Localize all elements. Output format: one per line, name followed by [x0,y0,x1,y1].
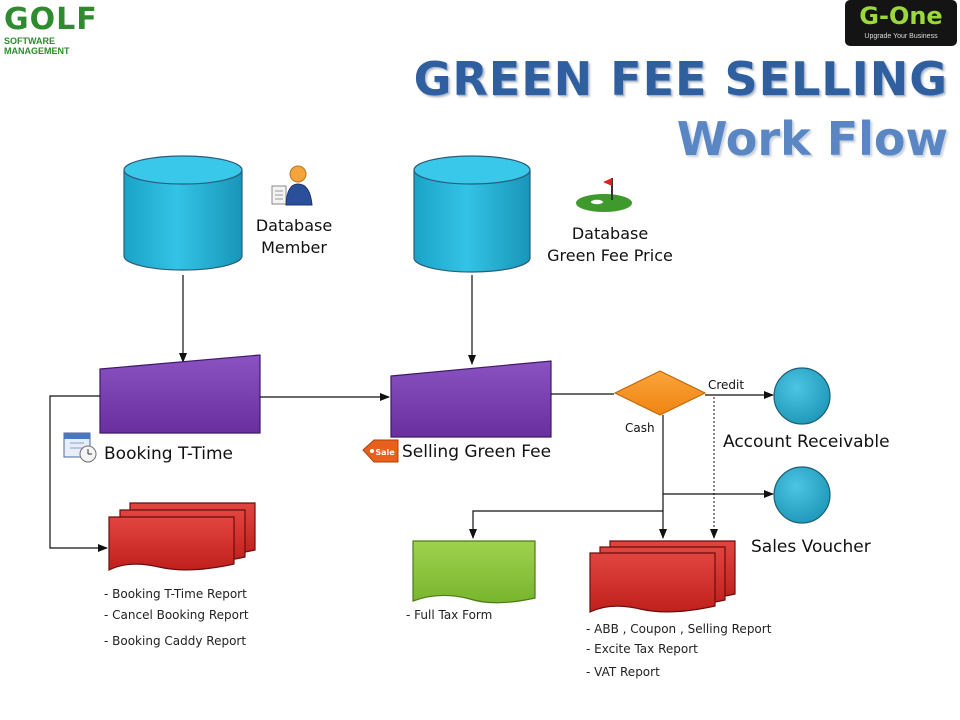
database-member-line2: Member [261,238,327,257]
booking-process-shape [99,354,261,434]
booking-process-label: Booking T-Time [104,444,234,464]
page-subtitle: Work Flow [676,112,948,166]
calendar-clock-icon [63,432,97,463]
booking-report-stack [108,502,256,571]
page-title: GREEN FEE SELLING [413,52,948,106]
database-member-cylinder [123,155,243,271]
sale-tag-text: Sale [375,448,395,457]
tax-form-document [412,540,536,604]
selling-process-label: Selling Green Fee [402,442,552,462]
tax-form-item: - Full Tax Form [406,608,493,622]
g-one-logo-word: G-One [859,2,943,30]
booking-report-item: - Booking Caddy Report [104,634,247,648]
selling-report-stack [589,540,736,613]
database-member-label: Database Member [244,215,344,259]
database-price-label: Database Green Fee Price [535,223,685,267]
golf-flag-icon [576,178,632,212]
cash-label: Cash [625,421,655,435]
database-price-line1: Database [571,224,649,243]
sales-voucher-circle [773,466,831,524]
golf-logo-word: GOLF [4,2,98,37]
payment-decision-diamond [613,370,707,416]
golf-logo: GOLF SOFTWARE MANAGEMENT [4,2,122,57]
selling-report-item: - VAT Report [586,665,660,679]
database-price-line2: Green Fee Price [547,246,673,265]
sales-voucher-label: Sales Voucher [751,537,871,557]
selling-process-shape [390,360,552,438]
arrow-cash-to-tax-form [469,510,663,539]
account-receivable-circle [773,367,831,425]
g-one-logo-subtitle: Upgrade Your Business [864,33,938,40]
booking-report-item: - Cancel Booking Report [104,608,249,622]
sale-tag-icon: Sale [362,439,399,463]
member-card-icon [271,165,313,206]
arrow-booking-to-report [49,395,108,552]
g-one-logo: G-One Upgrade Your Business [845,0,957,46]
credit-label: Credit [708,378,745,392]
database-member-line1: Database [255,216,333,235]
selling-report-item: - Excite Tax Report [586,642,698,656]
database-price-cylinder [413,155,531,273]
account-receivable-label: Account Receivable [723,432,890,452]
golf-logo-subtitle: SOFTWARE MANAGEMENT [4,36,70,56]
booking-report-item: - Booking T-Time Report [104,587,247,601]
selling-report-item: - ABB , Coupon , Selling Report [586,622,772,636]
